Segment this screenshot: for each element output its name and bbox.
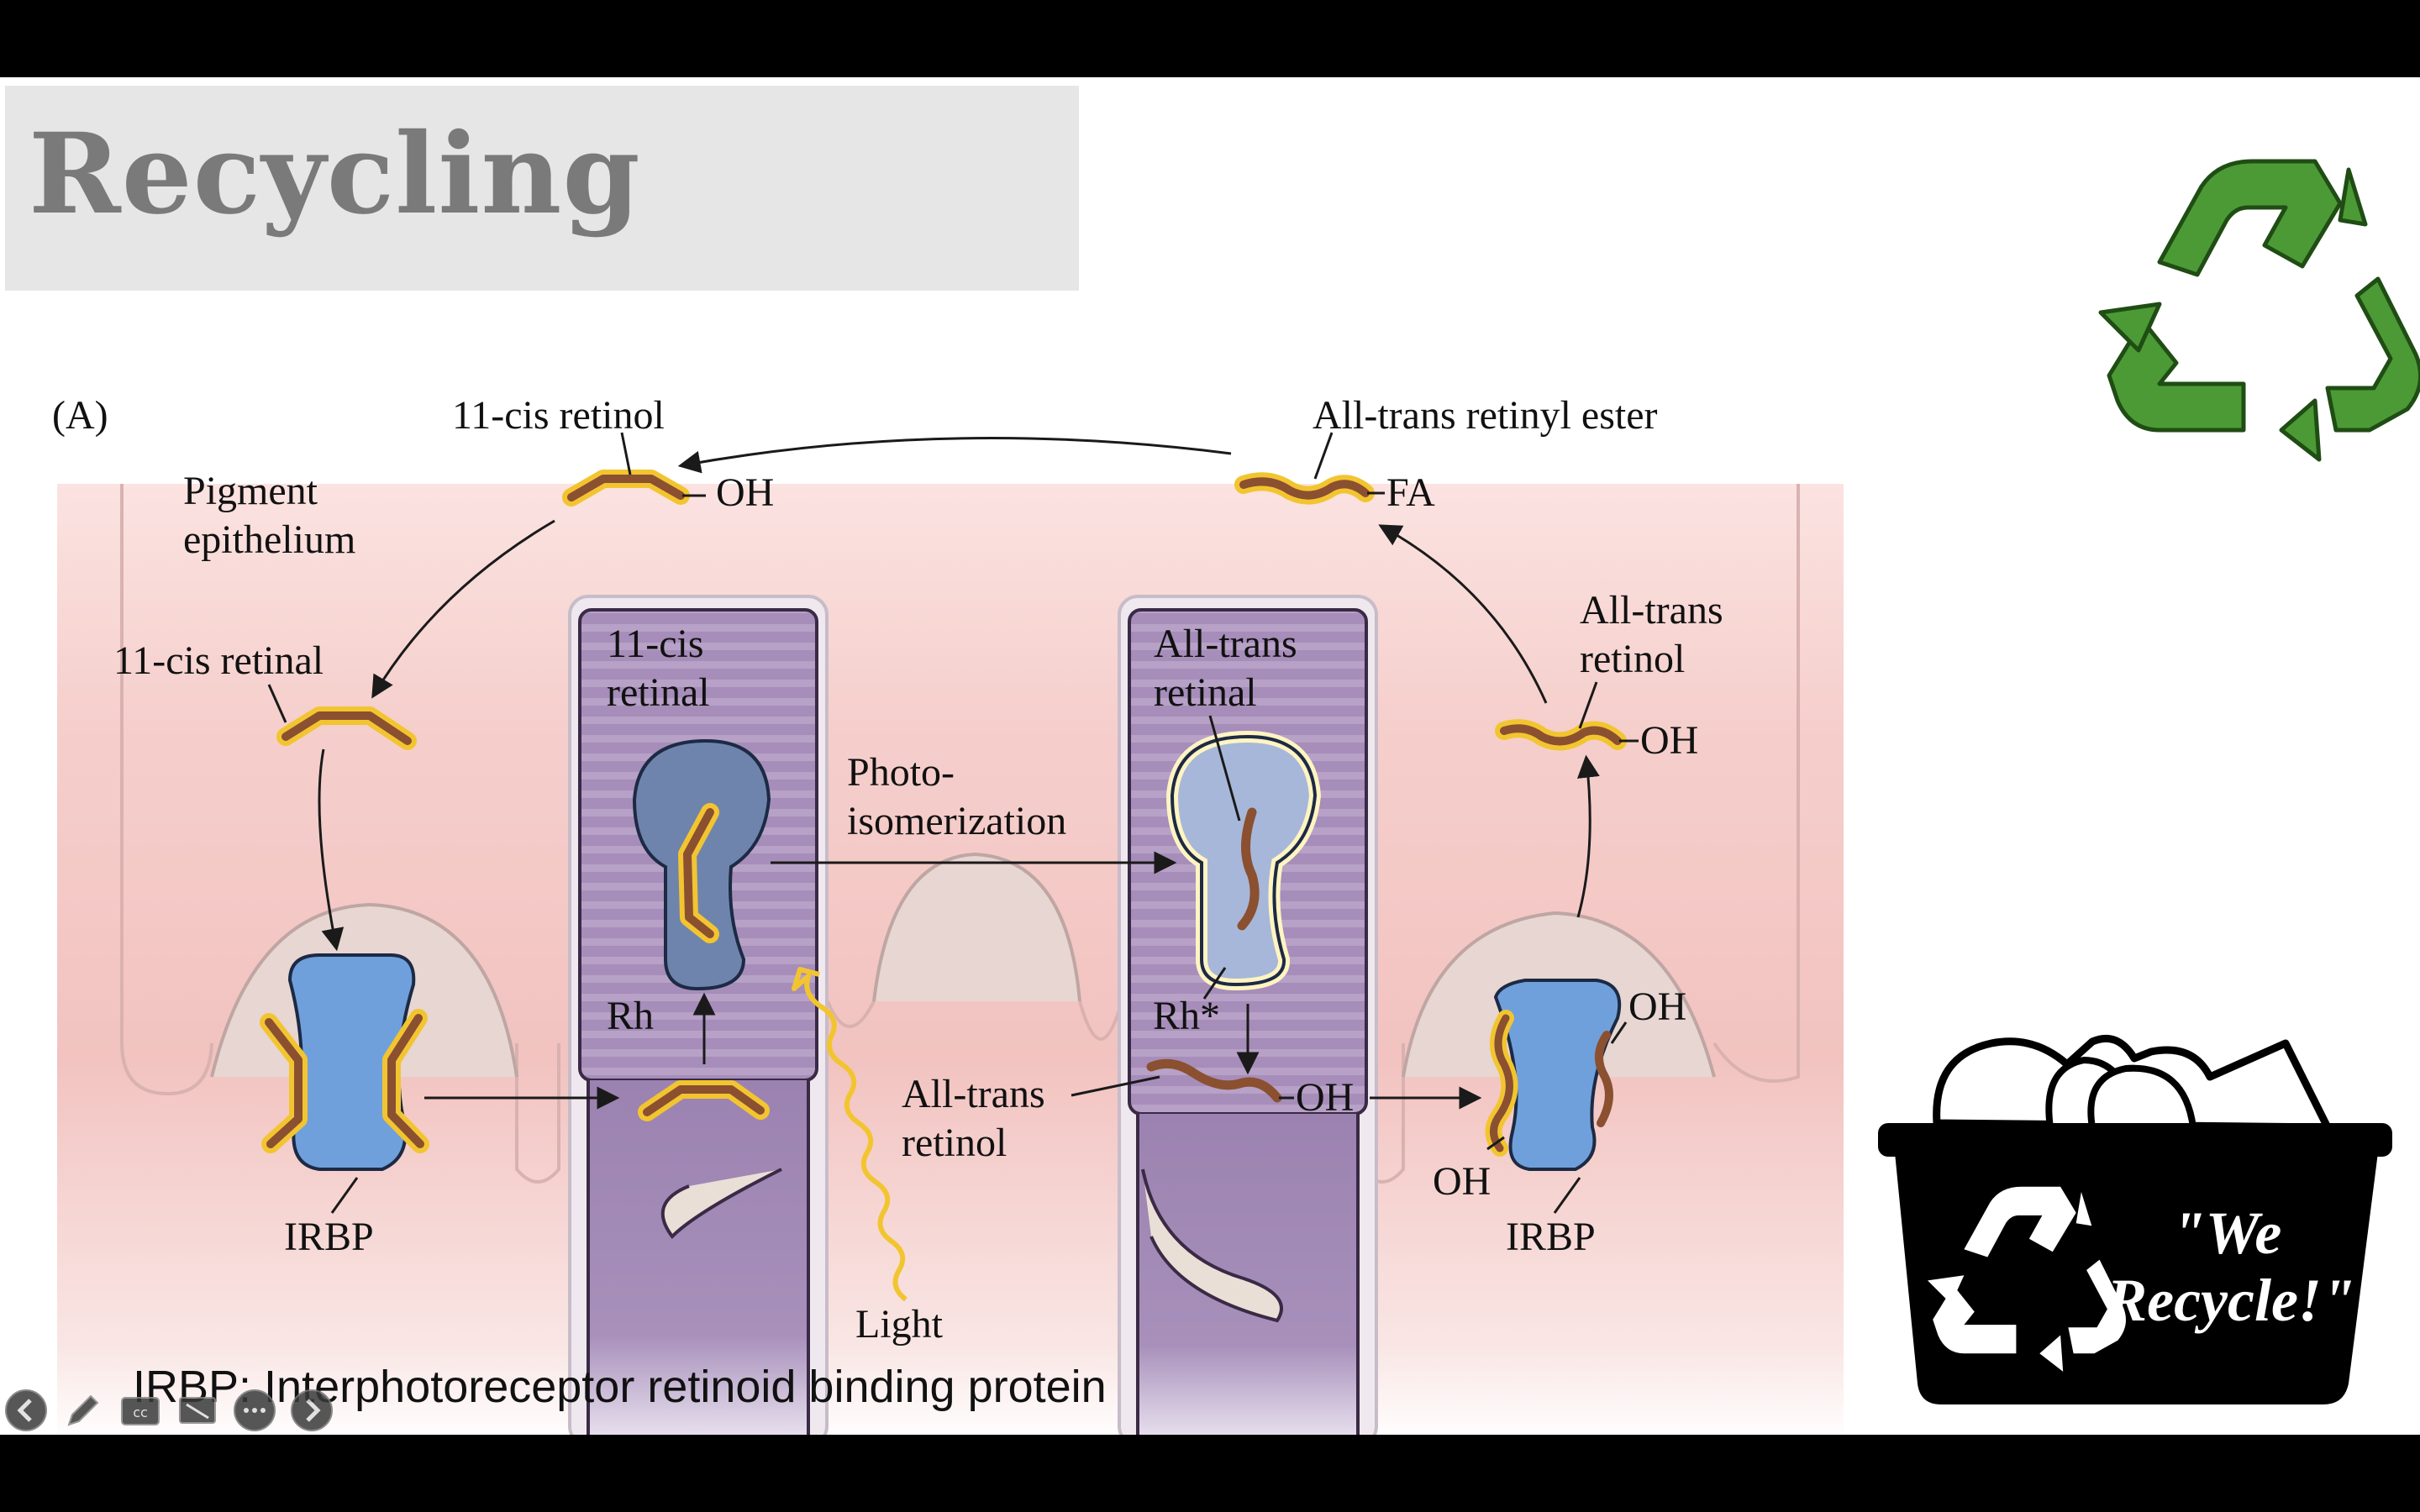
label-11-cis-rod: 11-cis	[607, 622, 704, 666]
label-11-cis-retinal-left: 11-cis retinal	[113, 638, 324, 683]
light-ray	[792, 967, 908, 1302]
rhodopsin-shape	[632, 738, 771, 991]
label-irbp-left: IRBP	[284, 1215, 374, 1259]
prev-icon[interactable]	[3, 1388, 49, 1433]
label-oh-top: OH	[716, 470, 774, 515]
label-oh-irbp-lower: OH	[1433, 1159, 1491, 1204]
recycle-logo-icon	[2098, 159, 2420, 462]
irbp-right	[1485, 979, 1622, 1171]
label-photo: Photo-	[847, 750, 955, 795]
label-all-trans-retinol-mid: All-trans	[902, 1072, 1045, 1116]
svg-text:cc: cc	[133, 1404, 148, 1420]
label-epithelium: epithelium	[183, 517, 355, 562]
label-retinal-right: retinal	[1154, 670, 1257, 715]
captions-icon[interactable]: cc	[118, 1388, 163, 1433]
next-icon[interactable]	[289, 1388, 334, 1433]
pen-icon[interactable]	[60, 1388, 106, 1433]
slide: Recycling	[0, 77, 2420, 1435]
label-retinol-mid: retinol	[902, 1121, 1007, 1165]
label-rh-star: Rh*	[1153, 994, 1220, 1038]
more-icon[interactable]	[232, 1388, 277, 1433]
screen-icon[interactable]	[175, 1388, 220, 1433]
label-all-trans-retinyl-ester: All-trans retinyl ester	[1313, 393, 1658, 438]
label-11-cis-retinol: 11-cis retinol	[452, 393, 665, 438]
label-isomerization: isomerization	[847, 799, 1066, 843]
retinoid-all-trans-retinol-rod	[1146, 1058, 1294, 1103]
label-fa: FA	[1386, 470, 1435, 515]
label-retinol-right: retinol	[1580, 637, 1685, 681]
irbp-left	[260, 953, 429, 1171]
retinoid-11-cis-retinol	[562, 470, 706, 507]
slide-title: Recycling	[29, 109, 641, 239]
retinoid-11-cis-retinal-left	[276, 706, 417, 750]
recycle-bin-icon: "We Recycle!"	[1878, 1034, 2392, 1404]
presentation-controls: cc	[3, 1383, 334, 1435]
label-light: Light	[855, 1302, 944, 1347]
retinoid-11-cis-retinal-rod	[638, 1080, 770, 1121]
label-retinal-rod: retinal	[607, 670, 710, 715]
middle-dome	[872, 852, 1081, 1002]
cycle-arrows	[318, 437, 1600, 1110]
label-all-trans-retinal: All-trans	[1154, 622, 1297, 666]
label-oh-irbp-upper: OH	[1628, 984, 1686, 1029]
rh-star-retinal	[1237, 807, 1260, 931]
visual-cycle-diagram: (A) 11-cis retinol All-trans retinyl est…	[52, 159, 2420, 1435]
retinoid-all-trans-retinyl-ester	[1234, 472, 1385, 505]
label-all-trans-retinol-right: All-trans	[1580, 588, 1723, 633]
label-irbp-right: IRBP	[1506, 1215, 1596, 1259]
bin-recycle-symbol-icon	[1928, 1186, 2126, 1372]
label-oh-retinol-right: OH	[1640, 718, 1698, 763]
label-pigment: Pigment	[183, 469, 318, 513]
leader-lines	[267, 432, 1628, 1214]
panel-label: (A)	[52, 393, 108, 438]
label-rh: Rh	[607, 994, 654, 1038]
retinoid-all-trans-retinol-right	[1495, 719, 1639, 751]
badge-line-2: Recycle!"	[2106, 1267, 2355, 1334]
badge-line-1: "We	[2172, 1200, 2282, 1267]
microvilli	[120, 484, 1800, 1184]
label-oh-rod: OH	[1296, 1075, 1354, 1120]
title-box: Recycling	[5, 86, 1079, 291]
